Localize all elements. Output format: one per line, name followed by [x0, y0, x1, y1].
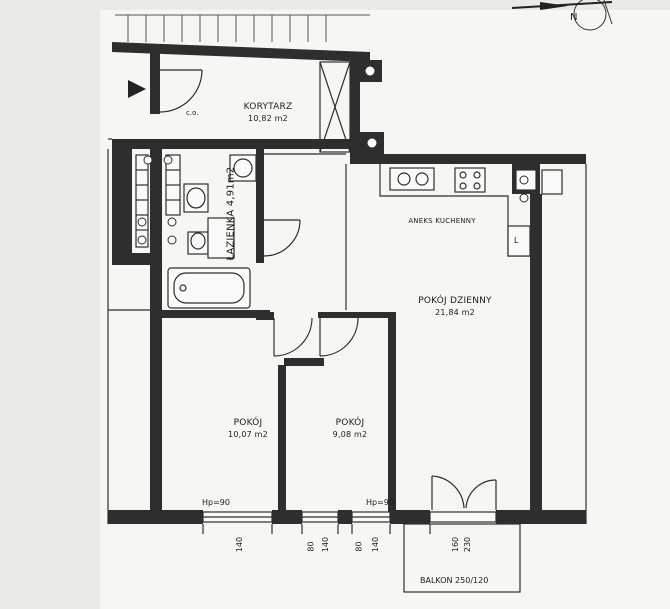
room-lazienka: ŁAZIENKA 4,91m2 — [225, 167, 237, 261]
dimension-label: 80 — [306, 541, 316, 552]
stair-hatching — [115, 14, 370, 42]
shower-icon — [207, 217, 235, 259]
room-korytarz: KORYTARZ 10,82 m2 — [228, 102, 308, 124]
kitchen-sink-icon — [389, 167, 435, 191]
balcony-label: BALKON 250/120 — [420, 576, 489, 585]
outer-outlines — [107, 138, 587, 524]
ventilation-icons — [137, 65, 529, 245]
co-label: c.o. — [186, 109, 199, 117]
room-dzienny: POKÓJ DZIENNY 21,84 m2 — [410, 296, 500, 318]
doors — [159, 69, 497, 510]
dimension-label: 160 — [451, 536, 461, 553]
window-height-right: Hp=90 — [366, 498, 394, 507]
corridor-stair-shaft — [319, 61, 351, 153]
room-area: 10,07 m2 — [228, 430, 268, 439]
svg-text:N: N — [570, 12, 577, 23]
dimension-label: 140 — [371, 536, 381, 553]
washbasin-icon — [183, 183, 209, 213]
dimension-label: 140 — [321, 536, 331, 553]
room-area: 9,08 m2 — [332, 430, 368, 439]
room-area: 10,82 m2 — [248, 114, 288, 123]
dimension-label: 230 — [463, 536, 473, 553]
fridge-label: L — [514, 236, 519, 245]
room-name: ANEKS KUCHENNY — [408, 217, 476, 225]
room-name: ŁAZIENKA — [225, 209, 237, 261]
room-area: 21,84 m2 — [435, 308, 475, 317]
room-area: 4,91m2 — [225, 166, 237, 207]
kitchen-appliance-icon — [541, 169, 563, 195]
room-name: POKÓJ — [335, 418, 365, 428]
dimension-label: 140 — [235, 536, 245, 553]
room-pokoj-2: POKÓJ 9,08 m2 — [320, 418, 380, 440]
cooktop-icon — [454, 167, 486, 193]
fridge-icon — [507, 225, 531, 257]
room-name: KORYTARZ — [243, 102, 293, 112]
balcony-outline — [403, 523, 521, 593]
entrance-arrow-icon — [128, 80, 146, 98]
dimension-lines — [202, 524, 431, 534]
north-arrow-icon: N — [511, 0, 613, 31]
room-name: POKÓJ DZIENNY — [418, 296, 492, 306]
dimension-label: 80 — [354, 541, 364, 552]
window-height-left: Hp=90 — [202, 498, 230, 507]
room-pokoj-1: POKÓJ 10,07 m2 — [218, 418, 278, 440]
room-aneks: ANEKS KUCHENNY — [402, 216, 482, 227]
drawing-sheet — [100, 10, 670, 609]
windows — [202, 511, 497, 523]
bathtub-icon — [167, 267, 251, 309]
kitchen-counter — [379, 164, 563, 257]
room-name: POKÓJ — [233, 418, 263, 428]
shaft-icon — [135, 154, 149, 248]
